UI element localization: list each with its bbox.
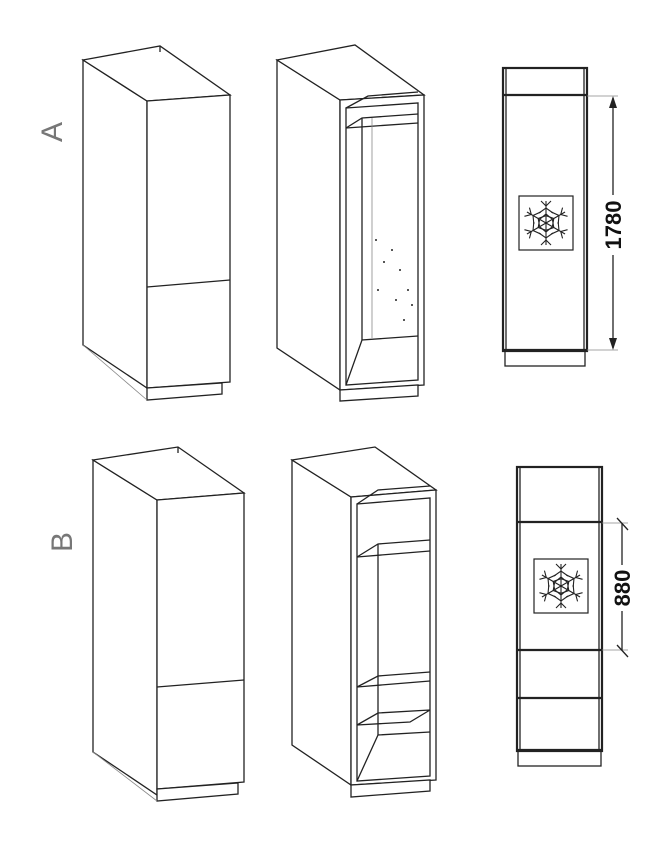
dimension-a: 1780 <box>601 201 626 250</box>
cabinet-b-open <box>290 446 438 798</box>
row-label-a: A <box>36 122 69 142</box>
snowflake-icon <box>534 559 588 613</box>
row-label-b: B <box>46 532 79 552</box>
cabinet-a-closed <box>81 45 232 401</box>
snowflake-icon <box>519 196 573 250</box>
elevation-b: 880 <box>515 465 635 767</box>
cabinet-a-open <box>275 44 426 402</box>
dimension-b: 880 <box>610 570 635 607</box>
cabinet-b-closed <box>91 446 246 802</box>
elevation-a: 1780 <box>501 66 626 367</box>
